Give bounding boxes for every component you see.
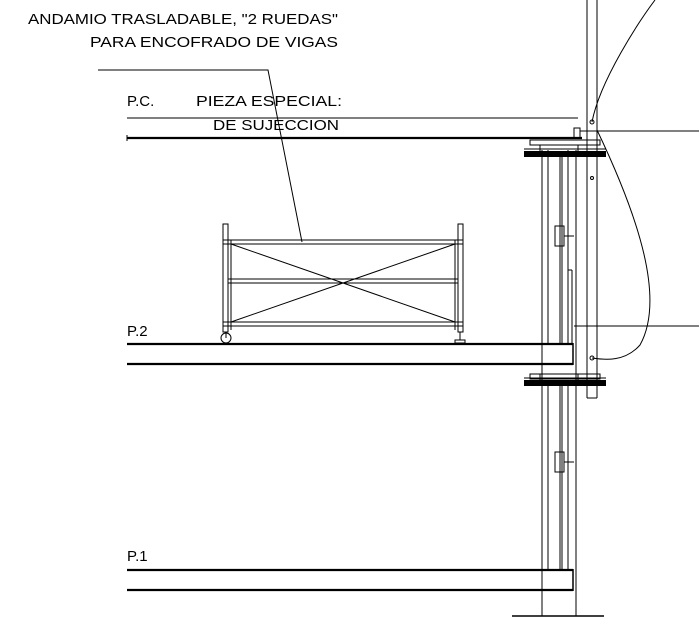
bracket-bottom: [524, 373, 606, 386]
slab-pc: [126, 117, 582, 141]
safety-net-curve: [591, 0, 656, 123]
special-piece-label-1: PIEZA ESPECIAL:: [196, 93, 342, 110]
slab-p2: [127, 342, 574, 366]
right-column: [586, 0, 598, 399]
safety-net-curve-lower: [591, 129, 651, 360]
title-leader-line: [98, 69, 303, 243]
level-p2-label: P.2: [127, 323, 148, 340]
title-line-2: PARA ENCOFRADO DE VIGAS: [90, 34, 338, 51]
level-pc-label: P.C.: [127, 93, 154, 110]
level-p1-label: P.1: [127, 548, 148, 565]
slab-p1: [127, 568, 574, 592]
bracket-top: [524, 127, 699, 157]
prop-clamps: [554, 225, 574, 473]
hinge-point-3: [590, 176, 594, 180]
special-piece-label-2: DE SUJECCION: [213, 117, 339, 134]
title-line-1: ANDAMIO TRASLADABLE, "2 RUEDAS": [28, 11, 338, 28]
hinge-point-1: [589, 119, 595, 125]
rolling-scaffold: [220, 223, 466, 344]
hinge-point-2: [589, 355, 595, 361]
